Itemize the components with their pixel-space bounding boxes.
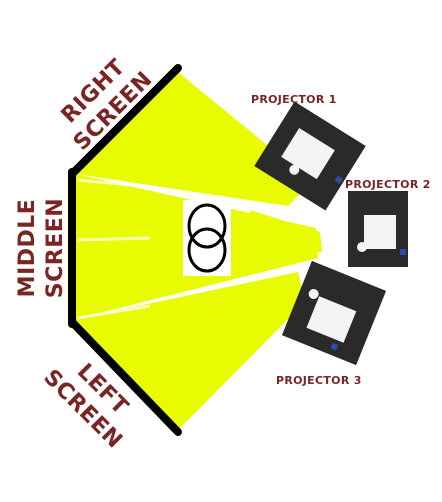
viewer-goggles-icon — [183, 200, 231, 276]
beam-left-screen — [72, 272, 305, 430]
projector-2-icon — [348, 191, 408, 267]
projector-1-label: PROJECTOR 1 — [251, 93, 337, 106]
beam-edge-highlight — [77, 304, 151, 320]
left-screen — [68, 318, 182, 436]
screens — [68, 64, 182, 436]
projector-2-label: PROJECTOR 2 — [345, 178, 431, 191]
projector-3-label: PROJECTOR 3 — [276, 374, 362, 387]
projector-1-icon — [254, 101, 366, 211]
beam-overlap — [250, 210, 322, 262]
projector-3-icon — [281, 260, 387, 366]
middle-screen-label: MIDDLE SCREEN — [15, 198, 68, 298]
beam-edge-highlight — [77, 236, 151, 242]
right-screen — [68, 64, 182, 178]
middle-screen-label-line1: MIDDLE — [15, 199, 40, 298]
beam-right-screen — [76, 72, 312, 206]
beam-edge-highlight — [77, 178, 141, 188]
middle-screen-label-line2: SCREEN — [43, 198, 68, 298]
